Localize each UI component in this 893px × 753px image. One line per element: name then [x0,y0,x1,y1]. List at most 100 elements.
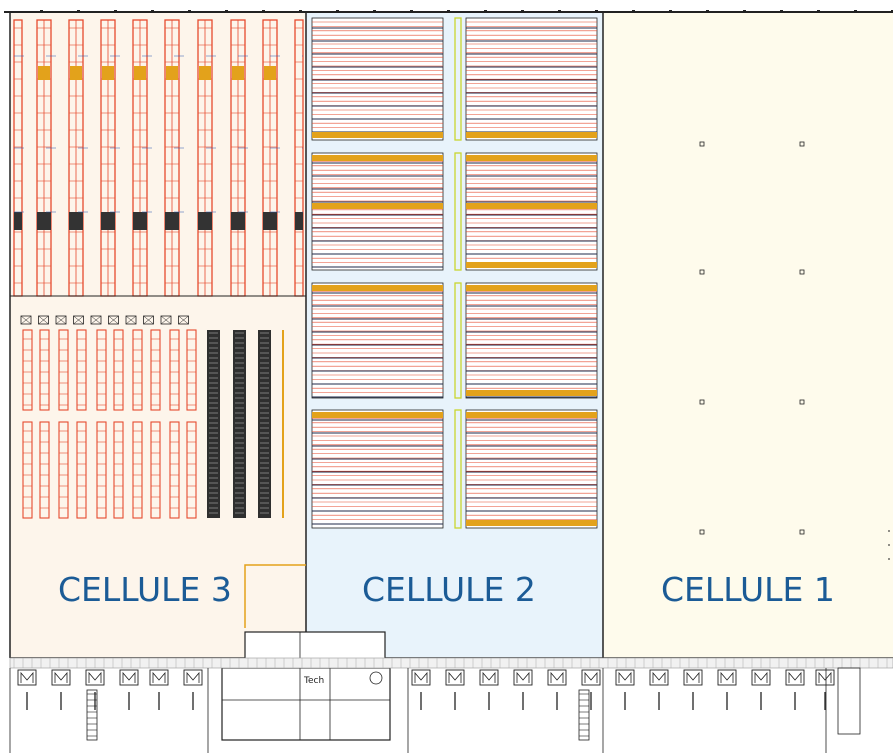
short-rack [132,329,143,411]
orange-level [312,203,443,209]
pallet-box [55,315,67,325]
central-aisle [454,17,462,141]
cellule-2-racks [311,17,598,529]
short-rack [96,421,107,519]
column [699,141,705,147]
short-rack [96,329,107,411]
short-rack [150,329,161,411]
picking-block [199,66,211,80]
dense-rack [258,330,271,518]
column-mark [151,10,154,13]
ramp [86,689,98,741]
column-mark [40,10,43,13]
pallet-box [125,315,137,325]
crossing-block [295,212,303,230]
column-mark [817,10,820,13]
picking-block [70,66,82,80]
column-mark [114,10,117,13]
column-mark [336,10,339,13]
rack-block [311,409,444,529]
picking-block [264,66,276,80]
short-rack [186,421,197,519]
column-mark [632,10,635,13]
column [799,399,805,405]
dock-door [717,669,737,710]
dense-rack [233,330,246,518]
column-mark [521,10,524,13]
column-mark [891,10,893,13]
orange-level [312,155,443,161]
dock-platform [9,657,893,669]
cellule-1-area [603,12,893,658]
dock-door [581,669,601,710]
central-aisle [454,282,462,399]
short-rack [39,329,50,411]
crossing-block [165,212,179,230]
gatehouse [837,667,861,735]
rack-block [311,17,444,141]
short-rack [39,421,50,519]
dock-door [119,669,139,710]
picking-block [166,66,178,80]
dock-door [445,669,465,710]
rack-block [465,409,598,529]
orange-level [312,132,443,138]
central-aisle [454,152,462,271]
dock-door [17,669,37,710]
crossing-block [69,212,83,230]
rack-block [311,282,444,399]
cellule-1-columns [699,141,890,560]
short-rack [169,421,180,519]
column [699,269,705,275]
office-lower [221,667,391,741]
column-mark [854,10,857,13]
rack-block [465,282,598,399]
short-rack [150,421,161,519]
orange-level [312,412,443,418]
column-mark [373,10,376,13]
short-rack [186,329,197,411]
dense-rack [207,330,220,518]
short-rack [22,421,33,519]
orange-level [466,203,597,209]
short-rack [58,329,69,411]
cellule-1-label: CELLULE 1 [661,570,835,609]
column [799,141,805,147]
column [799,269,805,275]
picking-block [232,66,244,80]
pallet-box [20,315,32,325]
column [799,529,805,535]
crossing-block [263,212,277,230]
crossing-block [198,212,212,230]
cellule-3-label: CELLULE 3 [58,570,232,609]
crossing-block [37,212,51,230]
column-mark [410,10,413,13]
dock-door [785,669,805,710]
office-partition [244,564,306,628]
dock-strip [9,657,893,753]
orange-level [466,155,597,161]
short-rack [76,421,87,519]
dock-door [149,669,169,710]
column-mark [484,10,487,13]
picking-block [38,66,50,80]
short-rack [76,329,87,411]
crossing-block [133,212,147,230]
short-rack [58,421,69,519]
pallet-box [143,315,154,325]
column-mark [743,10,746,13]
orange-level [466,262,597,268]
dock-door [183,669,203,710]
dock-door [649,669,669,710]
orange-level [466,285,597,291]
orange-level [466,132,597,138]
ramp [578,689,590,741]
crossing-block [14,212,22,230]
cellule-2-label: CELLULE 2 [362,570,536,609]
orange-level [466,412,597,418]
short-rack [169,329,180,411]
cellule-3-racks [10,19,306,297]
short-rack [132,421,143,519]
pallet-box [108,315,119,325]
